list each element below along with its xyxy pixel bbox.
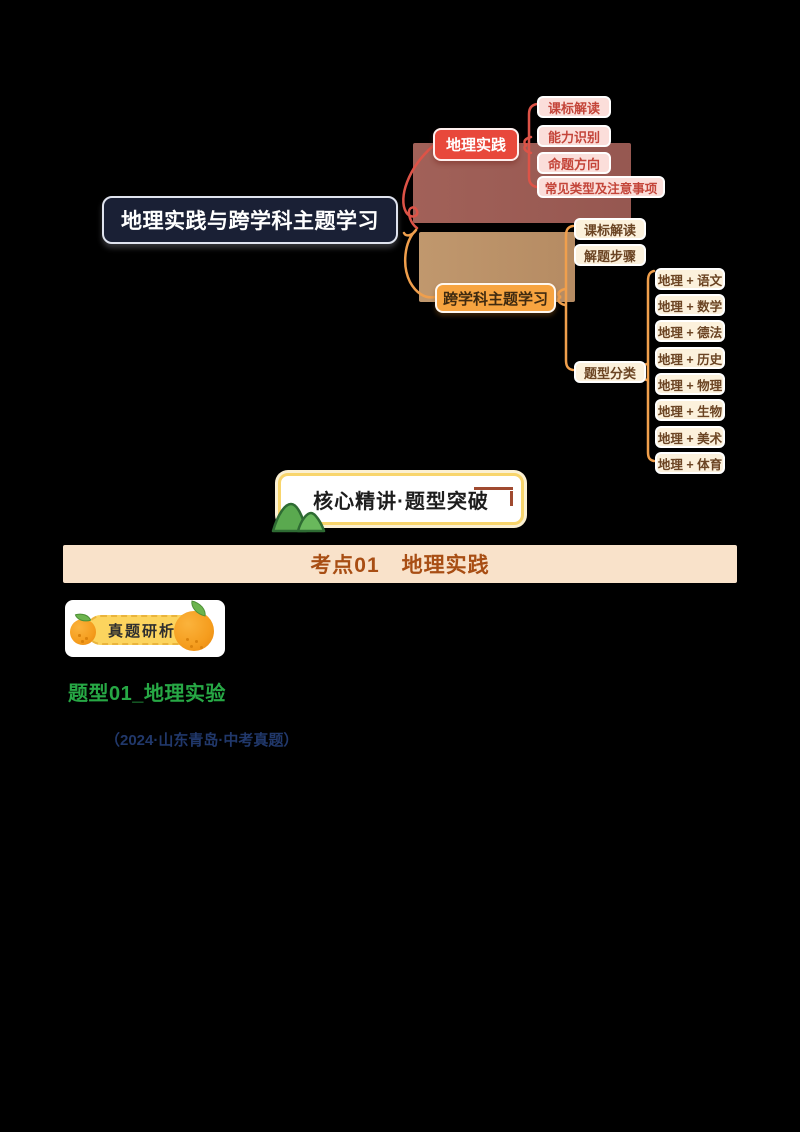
corner-line-icon	[474, 487, 513, 490]
practice-child-item: 命题方向	[537, 152, 611, 174]
mindmap-node-types: 题型分类	[574, 361, 646, 383]
type-leaf-item: 地理 + 德法	[655, 320, 725, 342]
cross-child-item: 解题步骤	[574, 244, 646, 266]
practice-child-item: 常见类型及注意事项	[537, 176, 665, 198]
mindmap-node-practice: 地理实践	[433, 128, 519, 161]
exam-source-line: （2024·山东青岛·中考真题）	[105, 732, 299, 749]
tangerine-dots-icon	[186, 638, 189, 641]
corner-line-icon	[510, 491, 513, 506]
type-leaf-item: 地理 + 语文	[655, 268, 725, 290]
tangerine-icon	[174, 611, 214, 651]
mindmap-root-node: 地理实践与跨学科主题学习	[102, 196, 398, 244]
zhenti-badge-label: 真题研析	[107, 622, 176, 640]
mountain-icon	[271, 502, 326, 533]
type-leaf-item: 地理 + 历史	[655, 347, 725, 369]
section-title: 核心精讲·题型突破	[313, 490, 489, 513]
section-header-box: 核心精讲·题型突破	[271, 473, 524, 533]
type-leaf-item: 地理 + 数学	[655, 294, 725, 316]
cross-child-item: 课标解读	[574, 218, 646, 240]
mindmap-node-cross: 跨学科主题学习	[435, 283, 556, 313]
kaodian-title: 考点01 地理实践	[310, 554, 490, 577]
tangerine-icon	[70, 619, 96, 645]
exam-type-heading: 题型01_地理实验	[68, 683, 226, 705]
type-leaf-item: 地理 + 体育	[655, 452, 725, 474]
practice-child-item: 能力识别	[537, 125, 611, 147]
type-leaf-item: 地理 + 物理	[655, 373, 725, 395]
type-leaf-item: 地理 + 生物	[655, 399, 725, 421]
kaodian-banner: 考点01 地理实践	[63, 545, 737, 583]
tangerine-dots-icon	[78, 634, 81, 637]
bracket-type-leaves	[646, 269, 656, 463]
practice-child-item: 课标解读	[537, 96, 611, 118]
type-leaf-item: 地理 + 美术	[655, 426, 725, 448]
